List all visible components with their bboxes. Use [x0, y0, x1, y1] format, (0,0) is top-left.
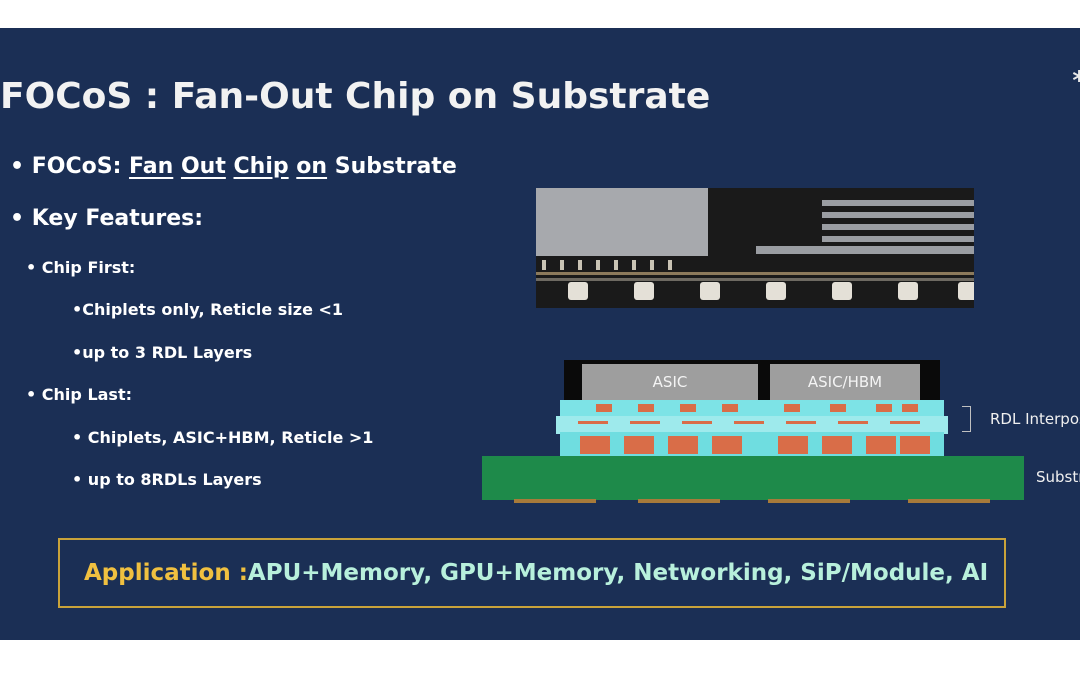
bullet-focos-definition: • FOCoS: Fan Out Chip on Substrate — [10, 154, 457, 179]
application-label: Application : — [84, 560, 248, 586]
presentation-slide: FOCoS : Fan-Out Chip on Substrate * • FO… — [0, 28, 1080, 640]
asic-die: ASIC — [582, 364, 758, 400]
application-callout: Application : APU+Memory, GPU+Memory, Ne… — [58, 538, 1006, 608]
focos-word-substrate: Substrate — [334, 154, 457, 179]
slide-title: FOCoS : Fan-Out Chip on Substrate — [0, 76, 711, 117]
chip-last-item: • up to 8RDLs Layers — [72, 470, 262, 489]
application-items: APU+Memory, GPU+Memory, Networking, SiP/… — [247, 560, 989, 586]
substrate-label: Substrate — [1036, 468, 1080, 486]
rdl-layer — [560, 400, 944, 418]
chip-first-heading: Chip First: — [41, 258, 136, 277]
focos-word-on: on — [296, 154, 328, 179]
chip-first-item: •Chiplets only, Reticle size <1 — [72, 300, 344, 319]
package-schematic: ASIC ASIC/HBM RDL Interpos — [482, 358, 1080, 506]
bullet-key-features: • Key Features: — [10, 206, 204, 231]
focos-word-chip: Chip — [233, 154, 289, 179]
photo-die-region — [536, 188, 708, 256]
chip-last-item: • Chiplets, ASIC+HBM, Reticle >1 — [72, 428, 374, 447]
focos-word-out: Out — [180, 154, 226, 179]
chip-last-heading: Chip Last: — [41, 385, 132, 404]
bullet-chip-first: • Chip First: — [26, 258, 136, 277]
bullet-chip-last: • Chip Last: — [26, 385, 132, 404]
chip-first-item: •up to 3 RDL Layers — [72, 343, 253, 362]
rdl-brace — [962, 406, 971, 432]
substrate-layer — [482, 456, 1024, 500]
focos-label: FOCoS: — [31, 154, 130, 179]
key-features-heading: Key Features: — [31, 206, 204, 231]
asic-hbm-die: ASIC/HBM — [770, 364, 920, 400]
focos-word-fan: Fan — [129, 154, 174, 179]
corner-logo-mark: * — [1072, 66, 1080, 96]
cross-section-photo — [536, 188, 974, 308]
rdl-layer — [556, 416, 948, 434]
rdl-interposer-label: RDL Interposer — [990, 410, 1080, 428]
